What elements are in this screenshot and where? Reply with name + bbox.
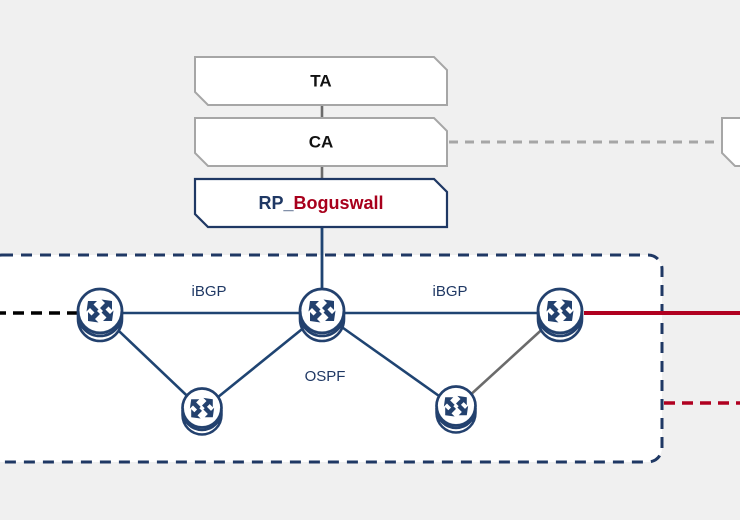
box-rp-boguswall[interactable]: RP_Boguswall: [193, 177, 449, 229]
box-ta[interactable]: TA: [194, 56, 448, 106]
autonomous-system-region: [0, 253, 664, 464]
router-right[interactable]: [536, 287, 584, 343]
link-center-bottomright: [321, 311, 457, 410]
box-rp-boguswall-shape: [193, 177, 449, 229]
label-ibgp-right: iBGP: [432, 283, 467, 300]
box-offscreen-right[interactable]: [721, 117, 740, 167]
box-offscreen-right-shape: [721, 117, 740, 167]
rp-prefix-text: RP_: [258, 193, 294, 213]
router-bottom-right[interactable]: [435, 385, 477, 434]
box-ta-shape: [194, 56, 448, 106]
label-ibgp-left: iBGP: [191, 283, 226, 300]
router-center[interactable]: [298, 287, 346, 343]
box-ca[interactable]: CA: [194, 117, 448, 167]
box-ta-label: TA: [310, 71, 331, 90]
box-ca-shape: [194, 117, 448, 167]
label-ospf: OSPF: [305, 368, 346, 385]
box-rp-boguswall-label: RP_Boguswall: [258, 193, 383, 213]
rp-suffix-text: Boguswall: [294, 193, 384, 213]
router-left[interactable]: [76, 287, 124, 343]
box-ca-label: CA: [309, 132, 334, 151]
router-bottom-left[interactable]: [181, 387, 223, 436]
